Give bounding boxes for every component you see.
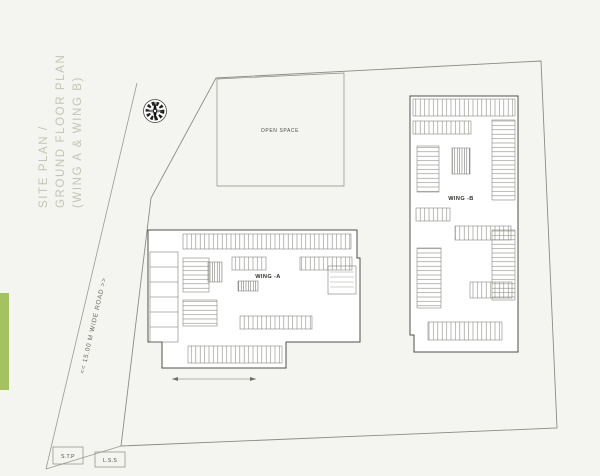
parking-row: [491, 119, 516, 201]
parking-row: [182, 299, 218, 327]
stair-block: [207, 261, 223, 283]
lss-box: L.S.S: [94, 451, 126, 468]
parking-row: [239, 315, 313, 330]
wing-a-building: WING -A: [147, 229, 361, 369]
stair-block: [237, 280, 259, 292]
stp-label: S.T.P: [61, 454, 75, 460]
parking-row: [427, 321, 503, 341]
note-box: [327, 265, 357, 295]
entry-dimension-arrow: [172, 377, 256, 381]
green-accent-bar: [0, 293, 9, 390]
parking-row: [187, 345, 283, 364]
parking-row: [182, 233, 352, 250]
road-label: << 15.00 M WIDE ROAD >>: [79, 277, 108, 375]
parking-row: [412, 120, 472, 135]
parking-row: [299, 256, 353, 271]
stair-block: [451, 147, 471, 175]
wing-b-label: WING -B: [448, 196, 473, 202]
stp-box: S.T.P: [52, 446, 84, 465]
parking-row: [415, 207, 451, 222]
parking-row: [412, 98, 516, 117]
parking-row: [231, 256, 267, 271]
road-edges: [45, 82, 138, 470]
parking-row: [469, 281, 513, 299]
parking-row: [416, 247, 442, 309]
open-space-area: OPEN SPACE: [216, 72, 345, 187]
compass-icon: [143, 99, 167, 123]
parking-row: [182, 257, 210, 293]
parking-row: [416, 145, 440, 193]
plot-boundary: [120, 60, 558, 447]
lss-label: L.S.S: [103, 458, 117, 464]
open-space-label: OPEN SPACE: [261, 128, 299, 134]
wing-b-building: WING -B: [409, 95, 519, 353]
wing-a-label: WING -A: [255, 274, 280, 280]
